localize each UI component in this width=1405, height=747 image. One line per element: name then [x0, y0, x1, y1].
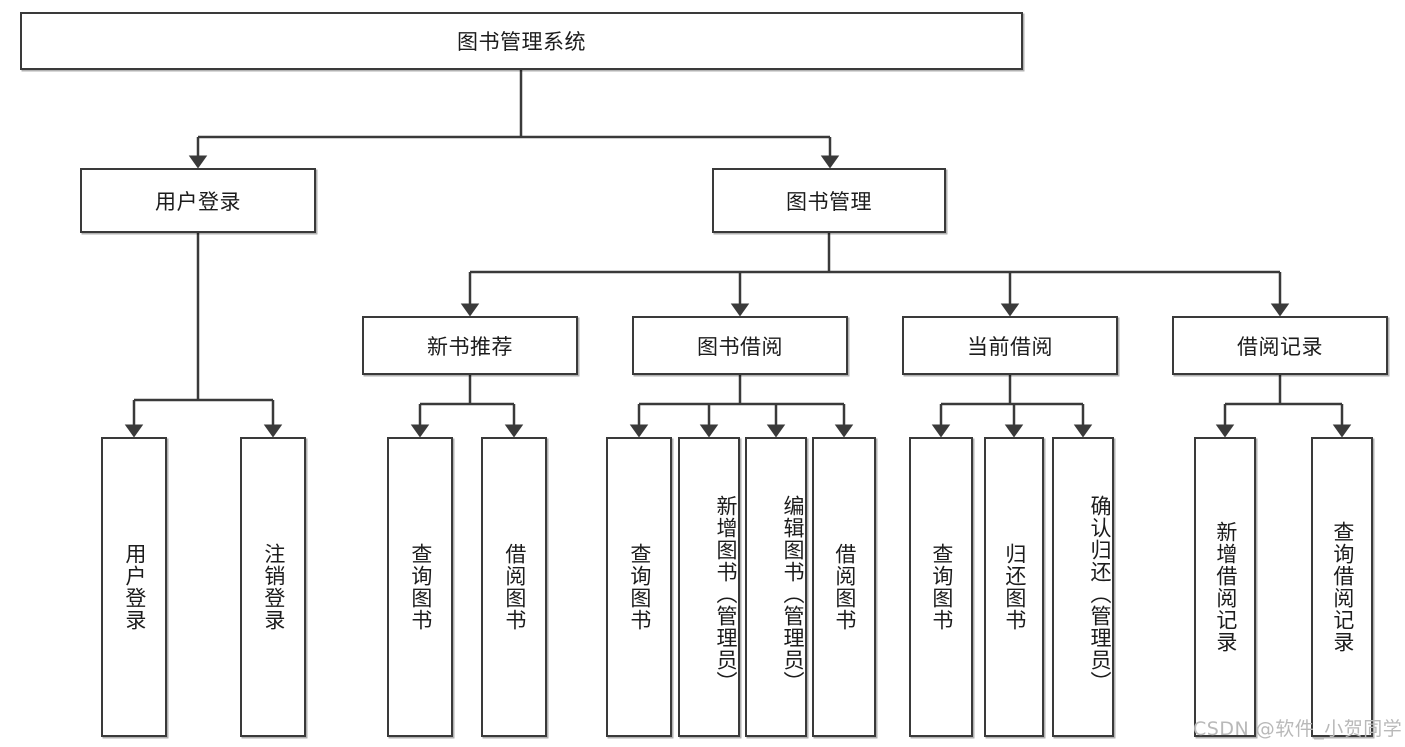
- node-leaf-borrow-book-2-label: 借阅图书: [832, 543, 857, 631]
- node-leaf-query-book-3-label: 查询图书: [929, 543, 954, 631]
- node-book-manage-label: 图书管理: [786, 189, 872, 214]
- node-book-borrow-label: 图书借阅: [697, 334, 783, 359]
- node-leaf-query-borrow-record-label: 查询借阅记录: [1330, 521, 1355, 653]
- node-leaf-query-book-2[interactable]: 查询图书: [606, 437, 672, 737]
- node-leaf-edit-book-admin[interactable]: 编辑图书（管理员）: [745, 437, 807, 737]
- node-leaf-user-logout[interactable]: 注销登录: [240, 437, 306, 737]
- node-leaf-user-logout-label: 注销登录: [261, 543, 286, 631]
- node-book-borrow[interactable]: 图书借阅: [632, 316, 848, 375]
- node-leaf-query-book-1-label: 查询图书: [408, 543, 433, 631]
- node-leaf-return-book[interactable]: 归还图书: [984, 437, 1044, 737]
- node-leaf-edit-book-admin-label: 编辑图书（管理员）: [781, 495, 805, 693]
- node-leaf-user-login-label: 用户登录: [122, 543, 147, 631]
- node-leaf-query-book-1[interactable]: 查询图书: [387, 437, 453, 737]
- node-leaf-return-book-label: 归还图书: [1002, 543, 1027, 631]
- node-user-login[interactable]: 用户登录: [80, 168, 316, 233]
- node-leaf-borrow-book-1-label: 借阅图书: [502, 543, 527, 631]
- node-leaf-borrow-book-2[interactable]: 借阅图书: [812, 437, 876, 737]
- node-new-book-rec-label: 新书推荐: [427, 334, 513, 359]
- node-leaf-borrow-book-1[interactable]: 借阅图书: [481, 437, 547, 737]
- node-leaf-query-borrow-record[interactable]: 查询借阅记录: [1311, 437, 1373, 737]
- node-leaf-user-login[interactable]: 用户登录: [101, 437, 167, 737]
- node-leaf-confirm-return-admin[interactable]: 确认归还（管理员）: [1052, 437, 1114, 737]
- node-leaf-query-book-3[interactable]: 查询图书: [909, 437, 973, 737]
- node-borrow-record-label: 借阅记录: [1237, 334, 1323, 359]
- node-user-login-label: 用户登录: [155, 189, 241, 214]
- node-leaf-query-book-2-label: 查询图书: [627, 543, 652, 631]
- node-leaf-confirm-return-admin-label: 确认归还（管理员）: [1088, 495, 1112, 693]
- node-book-manage[interactable]: 图书管理: [712, 168, 946, 233]
- node-borrow-record[interactable]: 借阅记录: [1172, 316, 1388, 375]
- node-leaf-add-book-admin-label: 新增图书（管理员）: [714, 495, 738, 693]
- node-current-borrow[interactable]: 当前借阅: [902, 316, 1118, 375]
- node-leaf-add-borrow-record-label: 新增借阅记录: [1213, 521, 1238, 653]
- node-root-label: 图书管理系统: [457, 30, 586, 54]
- node-new-book-rec[interactable]: 新书推荐: [362, 316, 578, 375]
- node-leaf-add-borrow-record[interactable]: 新增借阅记录: [1194, 437, 1256, 737]
- node-current-borrow-label: 当前借阅: [967, 334, 1053, 359]
- node-leaf-add-book-admin[interactable]: 新增图书（管理员）: [678, 437, 740, 737]
- node-root[interactable]: 图书管理系统: [20, 12, 1023, 70]
